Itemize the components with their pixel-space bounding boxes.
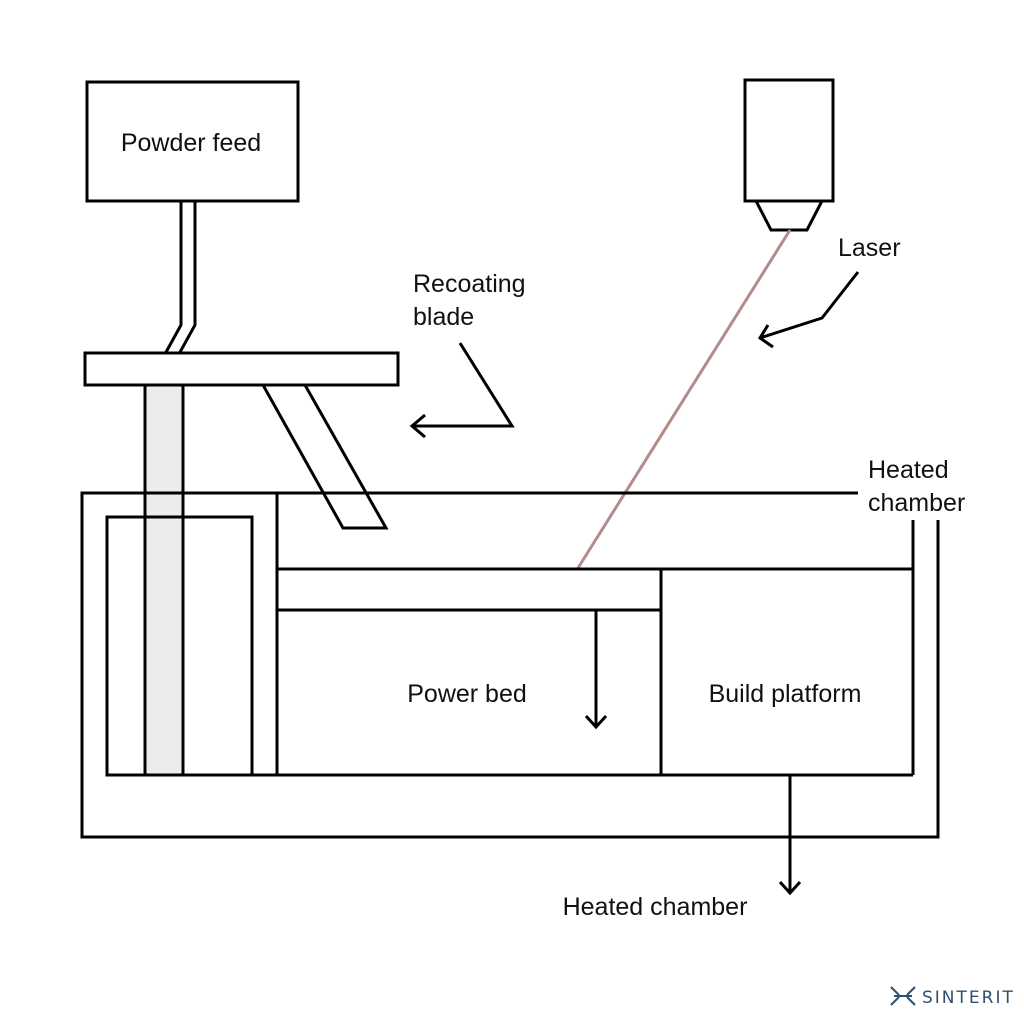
laser-callout: Laser: [757, 234, 901, 349]
recoater-bar: [83, 351, 400, 387]
recoating-blade-label-line1: Recoating: [413, 270, 526, 298]
heated-chamber-right-line1: Heated: [868, 456, 949, 484]
heated-chamber-bottom-callout: Heated chamber: [563, 775, 802, 921]
recoating-blade-arrowhead: [409, 413, 426, 439]
laser-label: Laser: [838, 234, 901, 262]
chamber-outer: [80, 491, 940, 839]
laser-head: [743, 78, 835, 232]
heated-chamber-right-line2: chamber: [868, 489, 965, 517]
laser-arrowhead: [757, 324, 774, 349]
recoating-blade-label-line2: blade: [413, 303, 474, 331]
sinterit-logo-icon: [890, 986, 916, 1006]
heated-chamber-right-callout: Heated chamber: [868, 456, 965, 517]
brand-logo: SINTERIT: [890, 986, 1015, 1008]
laser-body: [743, 78, 835, 203]
recoating-blade-arrow: [412, 342, 515, 428]
laser-arrow: [759, 271, 860, 340]
bed-down-arrowhead: [584, 714, 608, 730]
power-bed-label: Power bed: [407, 680, 527, 708]
powder-feed-label: Powder feed: [121, 129, 261, 157]
heated-chamber-bottom-label: Heated chamber: [563, 893, 748, 921]
feed-pipe: [163, 201, 197, 355]
laser-nozzle: [753, 199, 825, 232]
heated-chamber-bottom-arrowhead: [778, 880, 802, 896]
chamber-frame: [80, 491, 940, 839]
recoating-blade-callout: Recoating blade: [409, 270, 526, 439]
powder-bed: Power bed: [277, 567, 913, 775]
powder-feed-box: [85, 80, 300, 203]
laser-beam: [576, 229, 792, 569]
recoating-blade: [260, 383, 389, 530]
powder-feed: Powder feed: [85, 80, 300, 203]
build-platform-label: Build platform: [709, 680, 862, 708]
feed-shaft-overlay: [143, 515, 185, 777]
brand-name: SINTERIT: [922, 988, 1015, 1008]
